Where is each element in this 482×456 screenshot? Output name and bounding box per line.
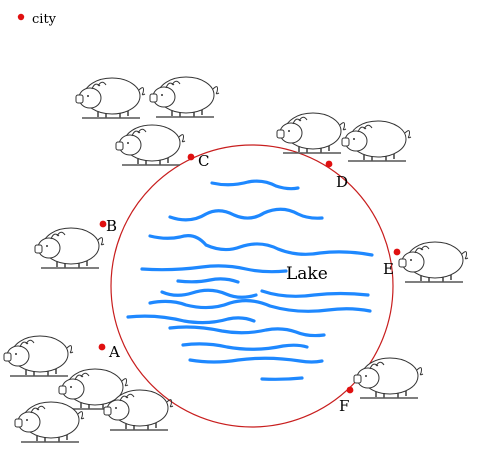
legend-city-marker [17, 13, 25, 21]
wave [260, 376, 304, 381]
city-d: D [325, 160, 348, 191]
pig-icon [149, 76, 220, 118]
city-marker [98, 343, 106, 351]
lake-label: Lake [286, 264, 328, 284]
city-e: E [383, 248, 401, 278]
pig-icon [398, 241, 469, 283]
city-marker [346, 386, 354, 394]
city-marker [99, 220, 107, 228]
wave [126, 314, 256, 325]
pig-icon [75, 77, 146, 119]
city-f: F [339, 386, 354, 415]
pig-icon [341, 120, 412, 162]
pig-icon [276, 112, 347, 154]
wave [160, 288, 258, 299]
city-label: A [108, 343, 120, 361]
city-label: F [339, 397, 349, 415]
wave [188, 356, 324, 364]
city-b: B [99, 217, 117, 235]
wave [168, 207, 324, 222]
lake-outline [110, 144, 394, 428]
wave [176, 277, 240, 284]
pig-icon [34, 227, 105, 269]
wave [168, 325, 326, 338]
city-label: B [106, 217, 117, 235]
city-label: E [383, 260, 394, 278]
wave [260, 289, 370, 298]
city-label: C [198, 152, 209, 170]
lake: Lake [110, 144, 394, 428]
city-c: C [187, 152, 209, 170]
legend: city [17, 12, 57, 27]
pig-icon [14, 401, 85, 443]
legend-label: city [32, 12, 57, 27]
cities: A B C D E F [98, 152, 401, 415]
city-label: D [336, 173, 348, 191]
wave [140, 264, 288, 274]
lake-waves [126, 179, 374, 381]
pig-icon [115, 124, 186, 166]
wave [148, 299, 372, 313]
city-marker [325, 160, 333, 168]
city-a: A [98, 343, 120, 361]
wave [210, 179, 300, 191]
wave [148, 234, 374, 257]
wave [181, 342, 309, 351]
pig-icon [3, 335, 74, 377]
city-marker [393, 248, 401, 256]
city-marker [187, 153, 195, 161]
